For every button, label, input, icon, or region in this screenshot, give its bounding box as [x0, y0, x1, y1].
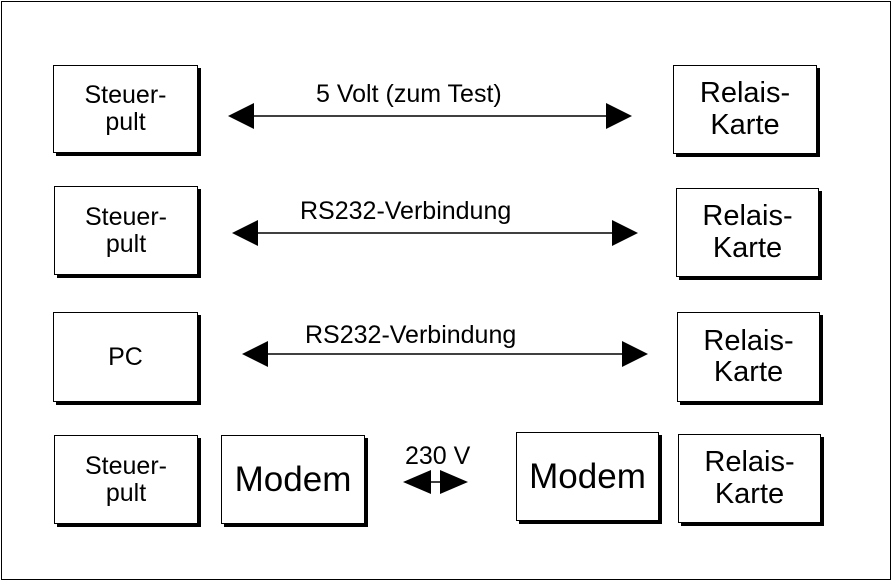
link-label-2: RS232-Verbindung [300, 197, 512, 225]
arrow-row-4 [403, 470, 468, 494]
steuerpult-box-1: Steuer- pult [53, 65, 198, 153]
pc-box: PC [53, 312, 198, 402]
arrow-row-1 [228, 103, 632, 129]
link-label-1: 5 Volt (zum Test) [316, 80, 502, 108]
relaiskarte-label-line2: Karte [712, 231, 783, 264]
arrow-row-3 [242, 341, 648, 367]
steuerpult-label-line2: pult [105, 108, 146, 136]
modem-label: Modem [234, 459, 352, 499]
steuerpult-label-line2: pult [105, 478, 147, 507]
steuerpult-box-4: Steuer- pult [54, 435, 198, 524]
link-label-4: 230 V [405, 442, 471, 470]
relaiskarte-label-line2: Karte [713, 356, 784, 388]
relaiskarte-label-line2: Karte [714, 477, 785, 510]
pc-label: PC [108, 342, 143, 371]
steuerpult-label-line1: Steuer- [85, 451, 167, 480]
steuerpult-label-line1: Steuer- [85, 202, 167, 231]
modem-box-right: Modem [516, 432, 659, 521]
relaiskarte-label-line1: Relais- [699, 77, 791, 110]
relaiskarte-label-line1: Relais- [704, 446, 795, 479]
modem-label: Modem [529, 456, 646, 496]
relaiskarte-box-4: Relais- Karte [678, 434, 821, 523]
relaiskarte-box-1: Relais- Karte [673, 65, 817, 154]
steuerpult-box-2: Steuer- pult [54, 186, 198, 275]
steuerpult-label-line1: Steuer- [84, 81, 167, 109]
relaiskarte-label-line1: Relais- [702, 200, 793, 233]
link-label-3: RS232-Verbindung [305, 321, 517, 349]
relaiskarte-box-2: Relais- Karte [676, 188, 819, 277]
arrow-row-2 [232, 220, 638, 246]
relaiskarte-label-line1: Relais- [703, 324, 794, 357]
relaiskarte-label-line2: Karte [710, 108, 780, 141]
steuerpult-label-line2: pult [105, 229, 147, 258]
modem-box-left: Modem [221, 435, 365, 524]
relaiskarte-box-3: Relais- Karte [677, 312, 820, 402]
